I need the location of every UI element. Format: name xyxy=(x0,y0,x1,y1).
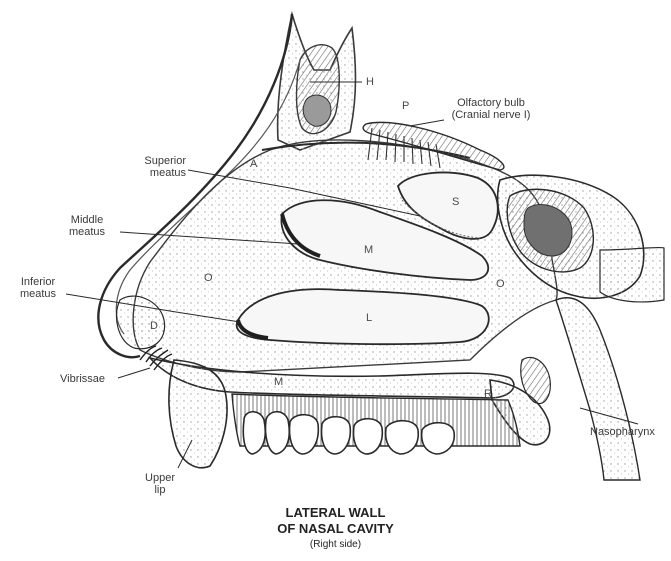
frontal-sinus-inner xyxy=(303,95,331,126)
letter-m-maxilla: M xyxy=(274,376,283,388)
pharynx-back xyxy=(600,247,664,301)
middle-meatus-line1: Middle xyxy=(56,214,118,226)
vibrissae-label: Vibrissae xyxy=(60,373,105,385)
posterior-wall xyxy=(556,298,640,480)
letter-d: D xyxy=(150,320,158,332)
superior-meatus-line2: meatus xyxy=(112,167,186,179)
olfactory-bulb-label: Olfactory bulb (Cranial nerve I) xyxy=(436,97,546,121)
superior-meatus-line1: Superior xyxy=(112,155,186,167)
letter-r: R xyxy=(484,388,492,400)
letter-s: S xyxy=(452,196,459,208)
letter-h: H xyxy=(366,76,374,88)
upper-lip-label: Upper lip xyxy=(138,472,182,496)
caption-line1: LATERAL WALL xyxy=(0,505,671,520)
nasopharynx-label: Nasopharynx xyxy=(590,426,655,438)
olfactory-bulb-line1: Olfactory bulb xyxy=(436,97,546,109)
superior-meatus-label: Superior meatus xyxy=(112,155,186,179)
inferior-concha xyxy=(237,289,489,344)
olfactory-bulb-line2: (Cranial nerve I) xyxy=(436,109,546,121)
letter-m: M xyxy=(364,244,373,256)
letter-a: A xyxy=(250,158,257,170)
upper-lip-line2: lip xyxy=(138,484,182,496)
inferior-meatus-line1: Inferior xyxy=(8,276,68,288)
caption-line2: OF NASAL CAVITY xyxy=(0,521,671,536)
upper-lip-line1: Upper xyxy=(138,472,182,484)
letter-o-middle: O xyxy=(204,272,213,284)
middle-meatus-label: Middle meatus xyxy=(56,214,118,238)
letter-o-posterior: O xyxy=(496,278,505,290)
caption-line3: (Right side) xyxy=(0,539,671,550)
inferior-meatus-label: Inferior meatus xyxy=(8,276,68,300)
middle-meatus-line2: meatus xyxy=(56,226,118,238)
letter-p: P xyxy=(402,100,409,112)
inferior-meatus-line2: meatus xyxy=(8,288,68,300)
letter-l: L xyxy=(366,312,372,324)
